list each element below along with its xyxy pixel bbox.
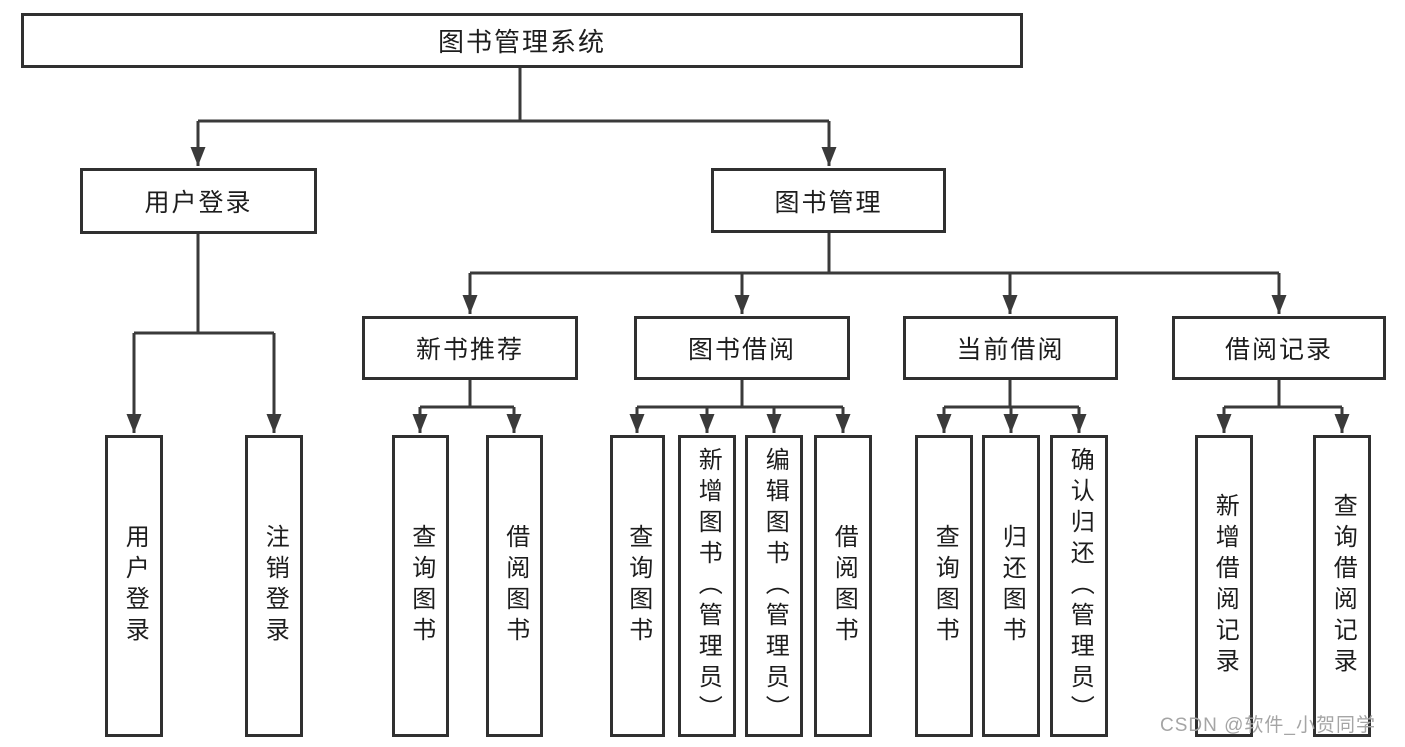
csdn-watermark: CSDN @软件_小贺同学 (1160, 715, 1376, 736)
connector-user-login-to-leaves (126, 234, 282, 433)
node-user-login: 用户登录 (80, 168, 317, 234)
leaf-logout: 注销登录 (245, 435, 303, 737)
leaf-br-query-record-label: 查询借阅记录 (1329, 493, 1357, 679)
leaf-user-login: 用户登录 (105, 435, 163, 737)
connector-new-book-to-leaves (412, 380, 522, 433)
connector-book-management-to-level2 (462, 233, 1287, 314)
leaf-logout-label: 注销登录 (261, 524, 289, 648)
connector-book-borrow-to-leaves (629, 380, 851, 433)
leaf-bb-borrow-books-label: 借阅图书 (830, 524, 858, 648)
node-new-book-recommend-label: 新书推荐 (415, 336, 524, 364)
node-book-borrow-label: 图书借阅 (687, 336, 796, 364)
leaf-br-add-record: 新增借阅记录 (1195, 435, 1253, 737)
leaf-bb-query-books-label: 查询图书 (624, 524, 652, 648)
node-current-borrow-label: 当前借阅 (956, 336, 1065, 364)
connector-borrow-records-to-leaves (1216, 380, 1350, 433)
node-book-borrow: 图书借阅 (634, 316, 850, 380)
leaf-bb-add-books-admin-label: 新增图书（管理员） (694, 446, 722, 726)
leaf-nb-query-books-label: 查询图书 (407, 524, 435, 648)
leaf-cb-confirm-return-admin: 确认归还（管理员） (1050, 435, 1108, 737)
node-borrow-records-label: 借阅记录 (1224, 336, 1333, 364)
leaf-user-login-label: 用户登录 (121, 524, 149, 648)
leaf-bb-query-books: 查询图书 (610, 435, 665, 737)
leaf-br-add-record-label: 新增借阅记录 (1211, 493, 1239, 679)
node-borrow-records: 借阅记录 (1172, 316, 1386, 380)
leaf-cb-return-books-label: 归还图书 (998, 524, 1026, 648)
leaf-cb-confirm-return-admin-label: 确认归还（管理员） (1066, 446, 1094, 726)
node-root-system-label: 图书管理系统 (437, 27, 606, 57)
node-book-management: 图书管理 (711, 168, 946, 233)
connector-root-to-level1 (190, 68, 837, 166)
leaf-br-query-record: 查询借阅记录 (1313, 435, 1371, 737)
leaf-bb-borrow-books: 借阅图书 (814, 435, 872, 737)
leaf-nb-query-books: 查询图书 (392, 435, 449, 737)
leaf-cb-query-books: 查询图书 (915, 435, 973, 737)
node-current-borrow: 当前借阅 (903, 316, 1118, 380)
node-user-login-label: 用户登录 (144, 189, 253, 217)
leaf-bb-edit-books-admin-label: 编辑图书（管理员） (761, 446, 789, 726)
leaf-nb-borrow-books-label: 借阅图书 (501, 524, 529, 648)
node-root-system: 图书管理系统 (21, 13, 1023, 68)
node-book-management-label: 图书管理 (774, 188, 883, 217)
leaf-bb-edit-books-admin: 编辑图书（管理员） (745, 435, 803, 737)
leaf-cb-return-books: 归还图书 (982, 435, 1040, 737)
node-new-book-recommend: 新书推荐 (362, 316, 578, 380)
leaf-cb-query-books-label: 查询图书 (931, 524, 959, 648)
leaf-nb-borrow-books: 借阅图书 (486, 435, 543, 737)
leaf-bb-add-books-admin: 新增图书（管理员） (678, 435, 736, 737)
connector-current-borrow-to-leaves (936, 380, 1087, 433)
